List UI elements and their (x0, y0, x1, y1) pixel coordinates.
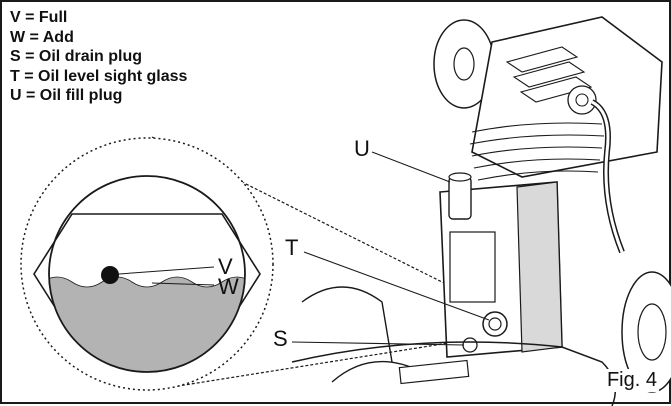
cylinder-head (471, 16, 663, 178)
cooling-fins (469, 46, 605, 181)
legend-item-u: U = Oil fill plug (10, 87, 123, 104)
s-leader (291, 341, 465, 346)
oil-fill-plug (448, 176, 472, 220)
full-dot (101, 266, 119, 284)
callout-s: S (273, 326, 288, 351)
u-leader (371, 151, 451, 183)
t-leader (303, 251, 490, 321)
warning-label (398, 359, 470, 385)
legend-item-t: T = Oil level sight glass (10, 67, 188, 85)
legend-item-w: W = Add (10, 28, 74, 46)
legend: V = Full W = Add S = Oil drain plug T = … (10, 8, 187, 106)
legend-item-v: V = Full (10, 9, 68, 26)
sight-glass-circle (48, 175, 246, 373)
callout-w: W (218, 274, 239, 299)
compressor-drain-plug (462, 337, 478, 353)
legend-item-s: S = Oil drain plug (10, 48, 143, 65)
callout-t: T (285, 235, 299, 260)
w-leader (151, 282, 215, 286)
callout-v: V (218, 254, 233, 279)
callout-u: U (354, 136, 370, 161)
figure-label: Fig. 4 (604, 369, 659, 392)
zoom-connector-bottom (171, 337, 481, 388)
v-leader (118, 266, 215, 275)
